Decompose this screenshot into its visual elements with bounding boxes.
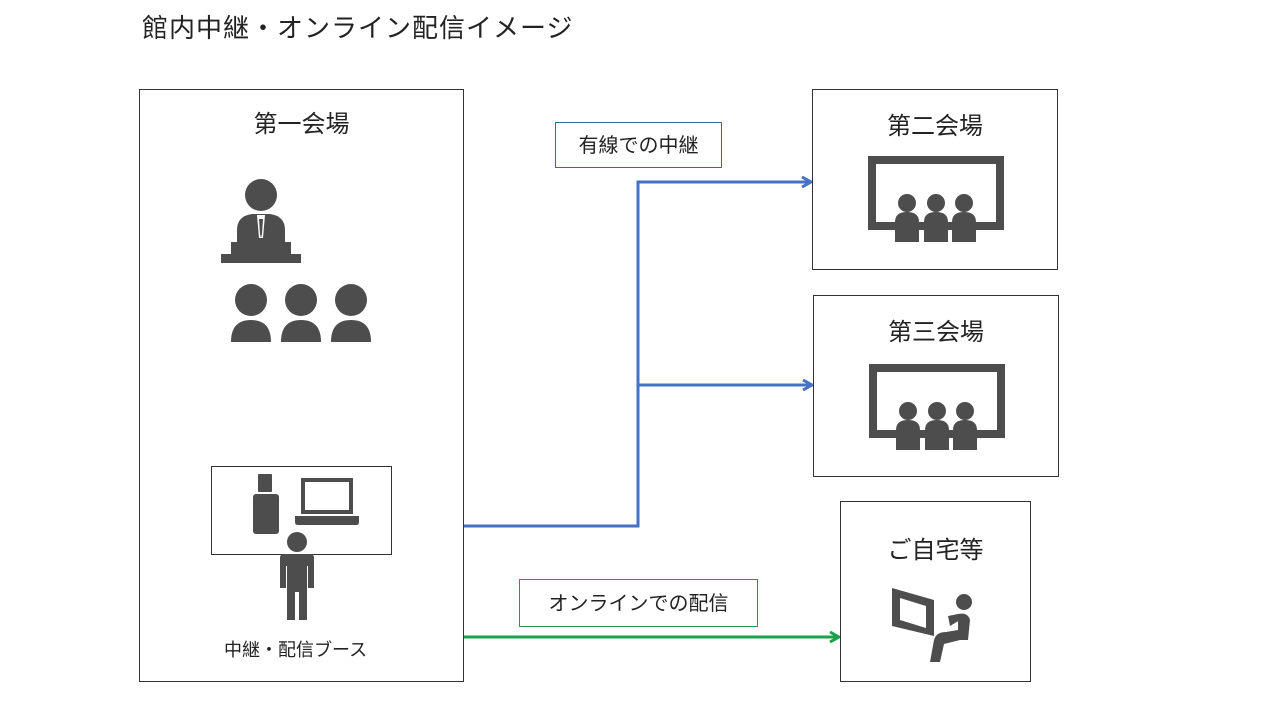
venue-second-label: 第二会場 [887,112,983,140]
wired-connector-line [464,182,810,528]
page-title: 館内中継・オンライン配信イメージ [142,14,574,44]
wired-relay-label: 有線での中継 [555,122,722,168]
home-viewer-icon [892,588,972,662]
speaker-at-podium-icon [221,179,301,263]
operator-person-icon [280,532,314,620]
screen-with-audience-icon [868,156,1004,242]
venue-third-label: 第三会場 [888,318,984,346]
laptop-icon [295,478,359,525]
venue-main-label: 第一会場 [253,110,350,138]
online-streaming-label: オンラインでの配信 [519,579,758,627]
screen-with-audience-icon [869,364,1005,450]
booth-label: 中継・配信ブース [224,640,368,661]
camera-icon [253,474,279,534]
audience-icon [231,284,371,342]
venue-home-label: ご自宅等 [887,536,984,564]
